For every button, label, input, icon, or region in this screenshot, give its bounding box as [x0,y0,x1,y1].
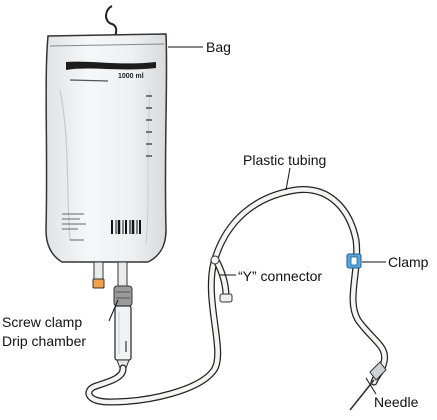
bag-fine-print [62,213,86,241]
bag-label-stripe [66,61,156,70]
bag-fold-line [59,89,71,241]
bag-top-seal [49,43,165,47]
label-drip-chamber: Drip chamber [2,333,86,349]
plastic-tubing [86,187,387,405]
graduation-marks [146,95,152,157]
label-y-connector: “Y” connector [238,268,322,284]
leader-lines [108,46,386,395]
label-plastic-tubing: Plastic tubing [243,152,326,168]
y-connector-branch [214,259,229,299]
iv-bag [45,33,168,263]
label-screw-clamp: Screw clamp [2,314,82,330]
bag-fold-line [145,89,151,246]
barcode [111,220,141,234]
drip-chamber-part [114,305,132,361]
bag-volume-text: 1000 ml [118,73,144,80]
label-bag: Bag [206,39,231,55]
y-connector-cap [219,293,233,303]
label-clamp: Clamp [388,254,429,270]
injection-port-cap [92,278,105,289]
needle-hub [369,361,387,381]
label-needle: Needle [374,394,419,410]
spike-port [117,261,128,287]
y-connector-junction [210,255,220,265]
bag-print-line [69,79,109,82]
